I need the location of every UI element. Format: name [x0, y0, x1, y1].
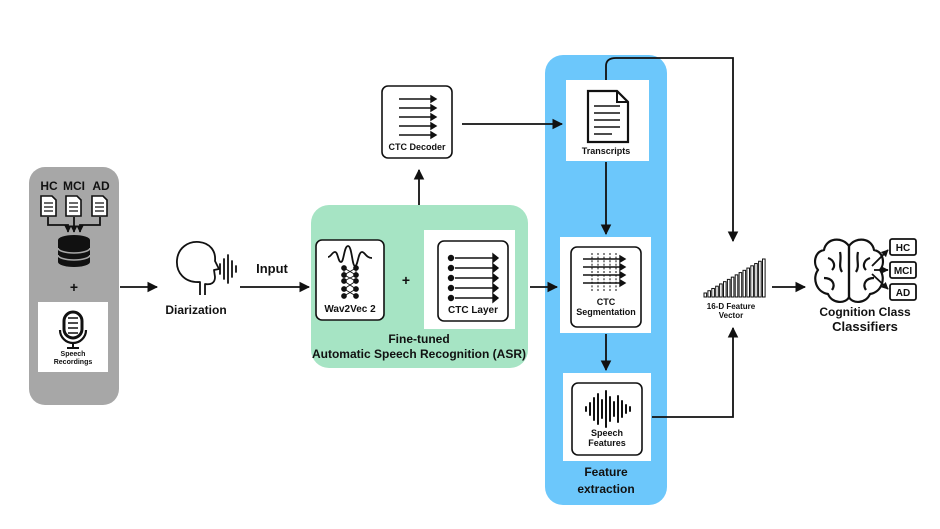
class-label-ad: AD — [92, 179, 110, 193]
input-label: Input — [256, 261, 288, 276]
output-box-hc — [889, 238, 917, 256]
asr-plus: + — [402, 272, 410, 288]
neural-network-icon — [341, 265, 359, 299]
ctc-segmentation-label: Segmentation — [576, 307, 636, 317]
feature-bar — [754, 263, 758, 298]
speech-features-label: Features — [588, 438, 626, 448]
feature-bar — [726, 278, 731, 298]
feature-bar — [734, 274, 739, 298]
output-label-mci: MCI — [894, 266, 913, 277]
sound-wave-icon — [219, 254, 237, 284]
feature-vector-label: Vector — [719, 311, 743, 320]
feature-bar — [742, 269, 747, 298]
feature-vector-bars — [703, 258, 766, 298]
document-icons — [40, 195, 108, 217]
transcript-document-icon — [586, 89, 630, 144]
transcripts-label: Transcripts — [582, 146, 631, 156]
ctc-layer-box — [437, 240, 509, 322]
feature-bar — [762, 258, 766, 298]
feature-bar — [750, 265, 754, 298]
wav2vec-box — [315, 239, 385, 321]
class-label-hc: HC — [40, 179, 58, 193]
feature-bar — [719, 283, 723, 298]
feature-bar — [730, 276, 735, 298]
feature-bar — [707, 290, 712, 298]
output-box-ad — [889, 283, 917, 301]
decoder-arrows-icon — [399, 94, 438, 140]
document-icon — [91, 195, 108, 217]
document-icon — [65, 195, 82, 217]
feature-bar — [758, 260, 762, 298]
output-label-ad: AD — [896, 288, 910, 299]
class-label-mci: MCI — [63, 179, 85, 193]
classifier-title: Cognition Class — [819, 305, 911, 319]
arrow-features-to-vector — [652, 326, 739, 418]
asr-title: Automatic Speech Recognition (ASR) — [312, 347, 526, 361]
ctc-decoder-box — [381, 85, 453, 159]
brain-icon — [813, 238, 885, 303]
database-icon — [57, 235, 91, 267]
class-output-boxes: HC MCI AD — [889, 238, 917, 301]
output-label-hc: HC — [896, 243, 910, 254]
feature-bar — [738, 272, 743, 298]
feature-bar — [746, 267, 751, 298]
feature-extraction-title: extraction — [577, 482, 634, 496]
feature-bar — [723, 281, 727, 298]
ctc-layer-label: CTC Layer — [448, 305, 498, 316]
speaking-head-icon — [176, 241, 220, 295]
ctc-decoder-label: CTC Decoder — [388, 142, 446, 152]
speech-waveform-icon — [585, 390, 631, 428]
speech-recordings-label: Recordings — [54, 359, 93, 366]
microphone-icon — [58, 310, 88, 349]
feature-vector-label: 16-D Feature — [707, 302, 756, 311]
class-labels: HC MCI AD — [40, 179, 110, 193]
segmentation-icon — [583, 253, 627, 291]
output-box-mci — [889, 261, 917, 279]
feature-bar — [715, 285, 719, 298]
input-plus: + — [70, 279, 78, 295]
speech-features-label: Speech — [591, 428, 623, 438]
wav2vec-label: Wav2Vec 2 — [324, 304, 376, 315]
feature-bar — [703, 292, 708, 298]
feature-bar — [711, 287, 715, 298]
waveform-icon — [327, 245, 373, 267]
classifier-arrows — [871, 249, 889, 290]
ctc-arrows-icon — [447, 252, 500, 304]
diarization-label: Diarization — [165, 303, 226, 317]
document-icon — [40, 195, 57, 217]
merge-arrows — [47, 217, 101, 233]
feature-extraction-title: Feature — [584, 465, 628, 479]
arrow-transcripts-to-vector — [605, 57, 739, 243]
ctc-segmentation-label: CTC — [597, 297, 616, 307]
speech-recordings-label: Speech — [61, 351, 86, 358]
classifier-title: Classifiers — [832, 319, 898, 334]
asr-title: Fine-tuned — [388, 332, 449, 346]
